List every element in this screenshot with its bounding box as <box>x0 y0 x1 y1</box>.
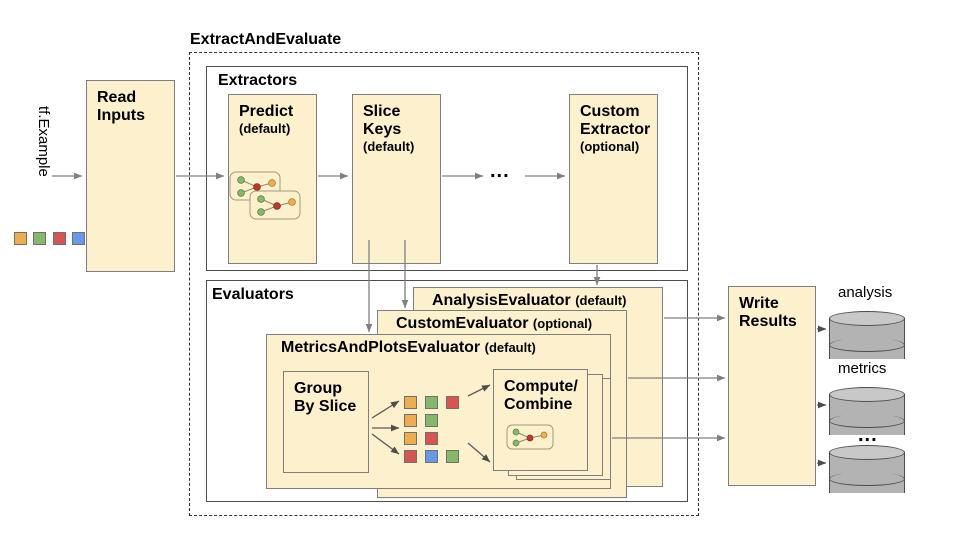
compute-combine-box[interactable]: Compute/ Combine <box>493 369 588 471</box>
slice-square <box>404 396 417 409</box>
sink-cylinder-metrics <box>829 387 905 435</box>
legend-square-red <box>53 232 66 245</box>
slice-keys-sub: (default) <box>363 138 415 154</box>
extractor-node-slice-keys[interactable]: Slice Keys (default) <box>352 94 441 264</box>
evaluator-analysis-label: AnalysisEvaluator (default) <box>432 288 662 310</box>
read-inputs-box[interactable]: Read Inputs <box>86 80 175 272</box>
extractors-label: Extractors <box>218 72 298 89</box>
slice-square <box>425 450 438 463</box>
evaluator-analysis-qualifier: (default) <box>575 293 627 308</box>
evaluator-metrics-name: MetricsAndPlotsEvaluator <box>281 339 481 356</box>
legend-square-blue <box>72 232 85 245</box>
extractors-container <box>206 66 688 271</box>
extractor-node-custom[interactable]: Custom Extractor (optional) <box>569 94 658 264</box>
slice-square <box>425 414 438 427</box>
sink-label-analysis: analysis <box>838 284 893 301</box>
evaluator-custom-name: CustomEvaluator <box>396 315 529 332</box>
group-by-slice-title: Group By Slice <box>294 380 357 415</box>
slice-squares-grid <box>404 396 466 463</box>
input-label: tf.Example <box>35 106 52 177</box>
pipeline-title: ExtractAndEvaluate <box>190 31 342 48</box>
evaluator-custom-qualifier: (optional) <box>532 316 593 331</box>
predict-graph-icon <box>229 171 307 223</box>
slice-square <box>404 450 417 463</box>
extractors-ellipsis: ... <box>490 160 510 182</box>
read-inputs-title: Read Inputs <box>97 89 145 124</box>
evaluator-custom-label: CustomEvaluator (optional) <box>396 311 626 333</box>
group-by-slice-box[interactable]: Group By Slice <box>283 371 369 473</box>
slice-square <box>425 396 438 409</box>
slice-keys-title: Slice Keys <box>363 103 402 138</box>
slice-square <box>425 432 438 445</box>
compute-combine-title: Compute/ Combine <box>504 378 578 413</box>
slice-square <box>404 432 417 445</box>
write-results-title: Write Results <box>739 295 797 330</box>
predict-title: Predict <box>239 103 294 120</box>
compute-combine-graph-icon <box>506 424 554 450</box>
sink-cylinder-other <box>829 445 905 493</box>
evaluator-analysis-name: AnalysisEvaluator <box>432 292 571 309</box>
sink-label-metrics: metrics <box>838 360 887 377</box>
custom-extractor-title: Custom Extractor <box>580 103 651 138</box>
custom-extractor-sub: (optional) <box>580 138 640 154</box>
sink-cylinder-analysis <box>829 311 905 359</box>
extract-and-evaluate-container <box>189 52 699 516</box>
slice-square <box>404 414 417 427</box>
sink-label-ellipsis: ... <box>858 424 878 446</box>
slice-square <box>446 450 459 463</box>
legend-square-orange <box>14 232 27 245</box>
evaluators-container <box>206 280 688 502</box>
evaluator-metrics-qualifier: (default) <box>484 340 536 355</box>
slice-square <box>446 396 459 409</box>
legend-square-green <box>33 232 46 245</box>
evaluator-metrics-label: MetricsAndPlotsEvaluator (default) <box>281 335 610 357</box>
predict-sub: (default) <box>239 120 291 136</box>
legend-squares <box>14 232 85 248</box>
write-results-box[interactable]: Write Results <box>728 286 816 486</box>
evaluators-label: Evaluators <box>212 286 294 303</box>
